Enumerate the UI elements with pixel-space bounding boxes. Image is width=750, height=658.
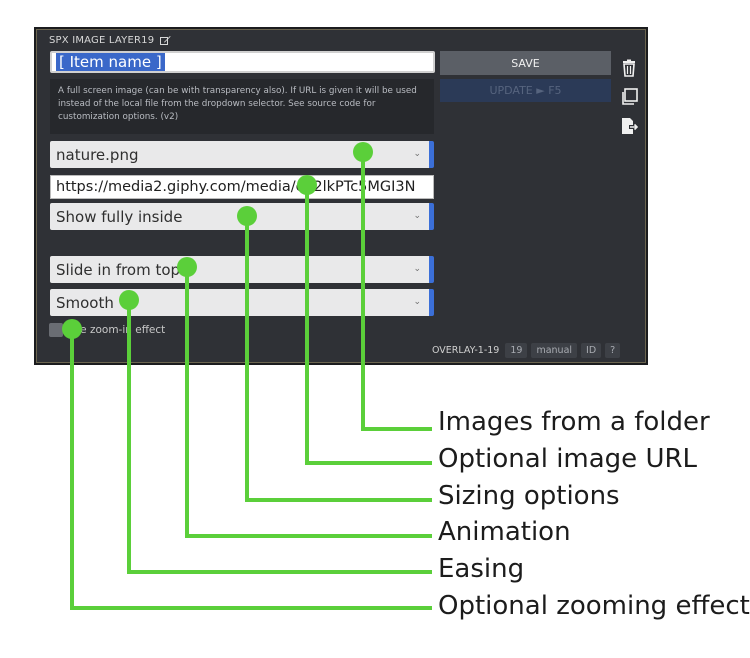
callout-sizing: Sizing options (438, 481, 620, 511)
sizing-value: Show fully inside (56, 207, 183, 226)
save-button[interactable]: SAVE (440, 51, 611, 75)
callout-dot-easing (119, 290, 139, 310)
footer-bar: OVERLAY-1-19 19 manual ID ? (432, 343, 621, 358)
template-description: A full screen image (can be with transpa… (50, 79, 434, 134)
callout-dot-images (353, 142, 373, 162)
callout-line-zoom (70, 329, 432, 610)
easing-value: Smooth (56, 293, 114, 312)
item-name-field[interactable]: [ Item name ] (50, 51, 435, 73)
callout-easing: Easing (438, 554, 525, 584)
callout-dot-url (297, 175, 317, 195)
chevron-down-icon: ⌄ (413, 211, 421, 221)
duplicate-icon[interactable] (620, 88, 638, 106)
footer-number: 19 (505, 343, 528, 358)
update-button[interactable]: UPDATE ► F5 (440, 79, 611, 102)
footer-id[interactable]: ID (581, 343, 602, 358)
zoom-checkbox-row[interactable]: Use zoom-in effect (49, 323, 165, 337)
callout-line-images (361, 152, 432, 431)
callout-line-url (305, 185, 432, 465)
chevron-down-icon: ⌄ (413, 297, 421, 307)
callout-line-animation (185, 267, 432, 538)
image-url-value: https://media2.giphy.com/media/eY2lkPTc5… (56, 179, 416, 195)
callout-dot-sizing (237, 206, 257, 226)
callout-url: Optional image URL (438, 444, 698, 474)
callout-dot-zoom (62, 319, 82, 339)
callout-zoom: Optional zooming effect (438, 591, 750, 621)
footer-mode[interactable]: manual (531, 343, 578, 358)
zoom-checkbox[interactable] (49, 323, 63, 337)
easing-select[interactable]: Smooth ⌄ (50, 289, 434, 316)
panel-header: SPX IMAGE LAYER19 (49, 35, 171, 46)
callout-line-easing (127, 300, 432, 574)
trash-icon[interactable] (620, 59, 638, 77)
help-icon[interactable]: ? (605, 343, 621, 358)
callout-images: Images from a folder (438, 407, 710, 437)
image-url-input[interactable]: https://media2.giphy.com/media/eY2lkPTc5… (50, 175, 434, 199)
footer-title: OVERLAY-1-19 (432, 345, 500, 356)
chevron-down-icon: ⌄ (413, 149, 421, 159)
animation-value: Slide in from top (56, 260, 181, 279)
callout-line-sizing (245, 216, 432, 502)
item-name-value: [ Item name ] (56, 53, 165, 71)
animation-select[interactable]: Slide in from top ⌄ (50, 256, 434, 283)
edit-icon[interactable] (160, 35, 171, 46)
export-icon[interactable] (620, 117, 638, 135)
callout-dot-animation (177, 257, 197, 277)
template-editor-panel: SPX IMAGE LAYER19 [ Item name ] A full s… (34, 27, 648, 365)
callout-animation: Animation (438, 517, 571, 547)
zoom-label: Use zoom-in effect (67, 324, 166, 336)
image-file-value: nature.png (56, 145, 139, 164)
panel-title: SPX IMAGE LAYER19 (49, 35, 155, 46)
chevron-down-icon: ⌄ (413, 264, 421, 274)
